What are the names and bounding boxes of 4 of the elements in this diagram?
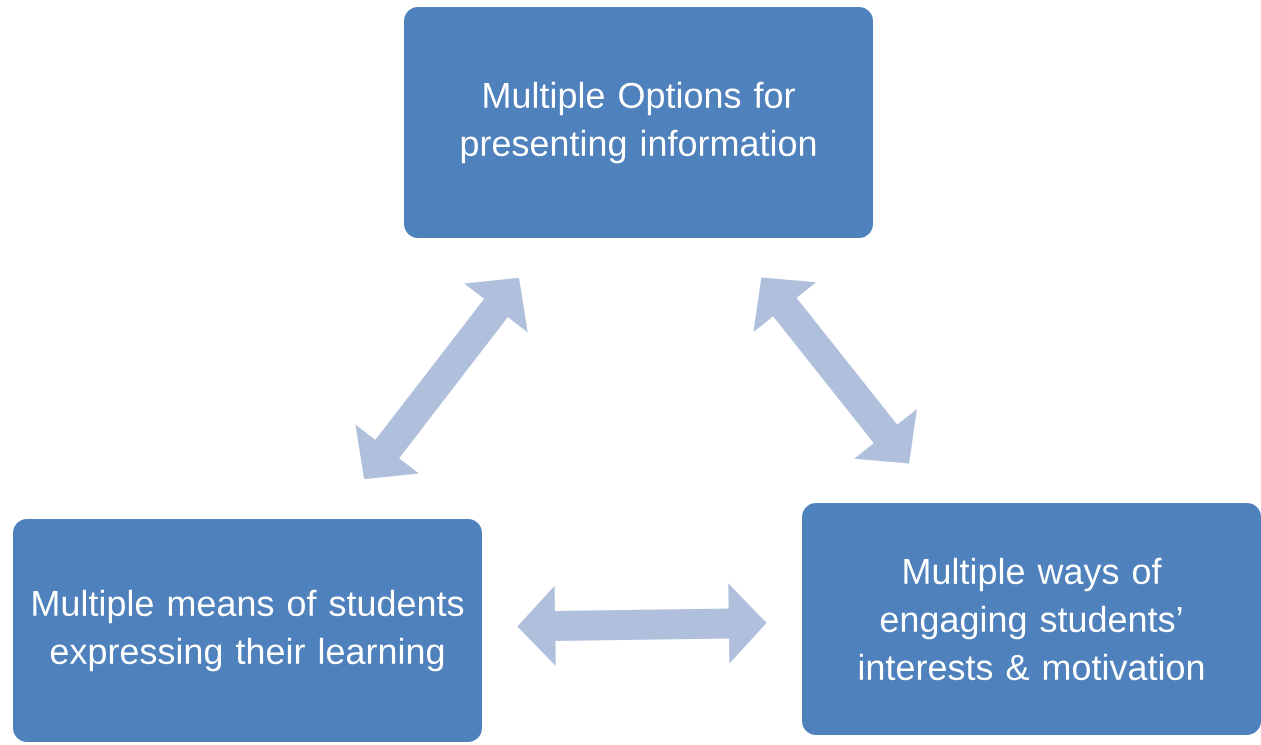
double-arrow (753, 277, 917, 464)
text-box: Multiple means of students expressing their learning (13, 519, 482, 742)
text-box: Multiple Options for presenting information (404, 7, 873, 238)
text-box: Multiple ways of engaging students’ interests & motivation (802, 503, 1261, 735)
